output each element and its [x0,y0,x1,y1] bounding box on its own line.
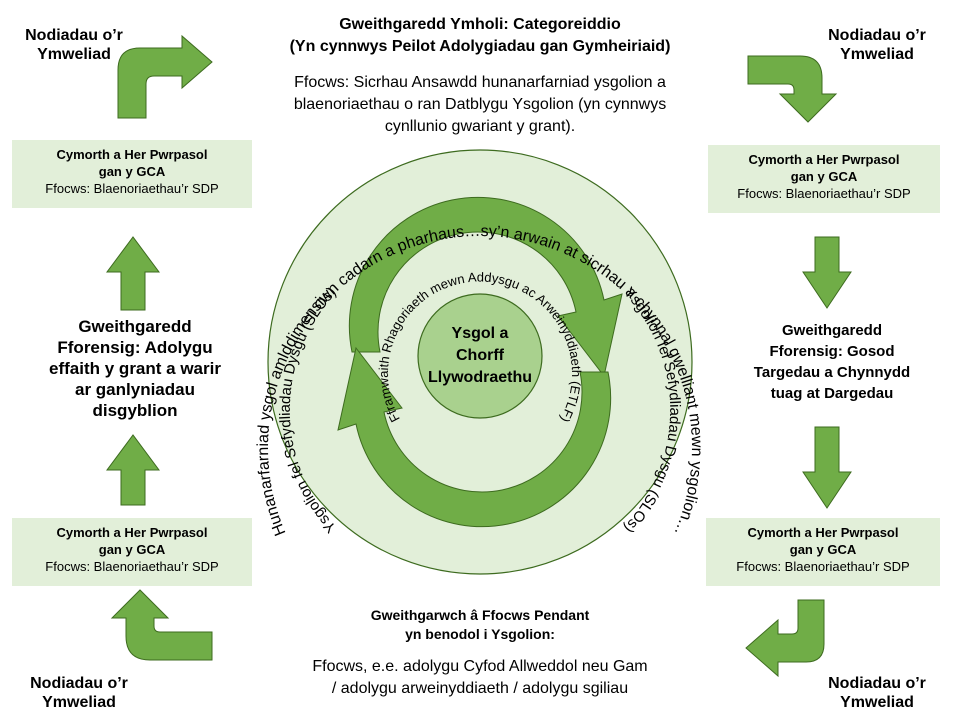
notes-line2: Ymweliad [840,694,914,711]
bottom-focus-line1: Ffocws, e.e. adolygu Cyfod Allweddol neu… [312,658,648,675]
forensic-left: Gweithgaredd Fforensig: Adolygu effaith … [10,316,260,421]
circular-arrow-bottom [337,346,612,528]
support-title-line2: gan y GCA [98,542,166,557]
support-focus: Ffocws: Blaenoriaethau’r SDP [45,181,219,196]
forensic-left-line1: Gweithgaredd [78,317,192,336]
notes-top-right: Nodiadau o’r Ymweliad [812,26,942,64]
forensic-right-line1: Gweithgaredd [781,322,882,339]
support-box-top-left: Cymorth a Her Pwrpasol gan y GCA Ffocws:… [12,140,252,208]
forensic-right: Gweithgaredd Fforensig: Gosod Targedau a… [722,320,942,404]
notes-bottom-right: Nodiadau o’r Ymweliad [812,674,942,712]
forensic-left-line3: effaith y grant a warir [49,359,221,378]
top-focus-line1: Ffocws: Sicrhau Ansawdd hunanarfarniad y… [294,74,666,91]
top-title-line2: (Yn cynnwys Peilot Adolygiadau gan Gymhe… [289,38,671,55]
curved-arrow-top-left [117,34,213,119]
center-circle [417,293,543,419]
bottom-focus-text: Ffocws, e.e. adolygu Cyfod Allweddol neu… [250,656,710,700]
center-text-line2: Chorff [456,347,505,364]
center-text-line1: Ysgol a [452,325,509,342]
support-title-line2: gan y GCA [98,164,166,179]
support-box-bottom-right: Cymorth a Her Pwrpasol gan y GCA Ffocws:… [706,518,940,586]
top-focus-line2: blaenoriaethau o ran Datblygu Ysgolion (… [293,96,667,113]
support-title-line2: gan y GCA [790,169,858,184]
notes-line2: Ymweliad [42,694,116,711]
support-focus: Ffocws: Blaenoriaethau’r SDP [737,186,911,201]
support-title-line1: Cymorth a Her Pwrpasol [747,525,899,540]
curved-arrow-top-right [747,55,838,123]
notes-line2: Ymweliad [37,46,111,63]
notes-line1: Nodiadau o’r [828,675,926,692]
forensic-right-line4: tuag at Dargedau [770,385,894,402]
forensic-left-line2: Fforensig: Adolygu [57,338,213,357]
support-box-top-right: Cymorth a Her Pwrpasol gan y GCA Ffocws:… [708,145,940,213]
curved-arrow-bottom-left [110,589,213,661]
bottom-activity-title: Gweithgarwch â Ffocws Pendant yn benodol… [300,606,660,644]
bottom-focus-line2: / adolygu arweinyddiaeth / adolygu sgili… [331,680,629,697]
support-title-line1: Cymorth a Her Pwrpasol [56,525,208,540]
curved-arrow-bottom-right [745,599,825,678]
up-arrow-left-lower [106,434,160,506]
center-text-line3: Llywodraethu [428,369,532,386]
support-box-bottom-left: Cymorth a Her Pwrpasol gan y GCA Ffocws:… [12,518,252,586]
notes-line1: Nodiadau o’r [30,675,128,692]
notes-line1: Nodiadau o’r [828,27,926,44]
notes-top-left: Nodiadau o’r Ymweliad [14,26,134,64]
forensic-right-line3: Targedau a Chynnydd [753,364,911,381]
down-arrow-right-lower [802,426,852,509]
support-focus: Ffocws: Blaenoriaethau’r SDP [736,559,910,574]
top-activity-title: Gweithgaredd Ymholi: Categoreiddio (Yn c… [240,14,720,58]
up-arrow-left-upper [106,236,160,311]
notes-line2: Ymweliad [840,46,914,63]
bottom-title-line2: yn benodol i Ysgolion: [405,626,555,642]
support-title-line1: Cymorth a Her Pwrpasol [56,147,208,162]
down-arrow-right-upper [802,236,852,309]
top-focus-text: Ffocws: Sicrhau Ansawdd hunanarfarniad y… [240,72,720,138]
support-focus: Ffocws: Blaenoriaethau’r SDP [45,559,219,574]
circular-arrow-top [348,196,623,378]
notes-bottom-left: Nodiadau o’r Ymweliad [14,674,144,712]
top-title-line1: Gweithgaredd Ymholi: Categoreiddio [339,16,621,33]
forensic-right-line2: Fforensig: Gosod [769,343,895,360]
forensic-left-line5: disgyblion [92,401,178,420]
notes-line1: Nodiadau o’r [25,27,123,44]
support-title-line2: gan y GCA [789,542,857,557]
forensic-left-line4: ar ganlyniadau [75,380,195,399]
bottom-title-line1: Gweithgarwch â Ffocws Pendant [370,607,590,623]
support-title-line1: Cymorth a Her Pwrpasol [748,152,900,167]
top-focus-line3: cynllunio gwariant y grant). [384,118,576,135]
